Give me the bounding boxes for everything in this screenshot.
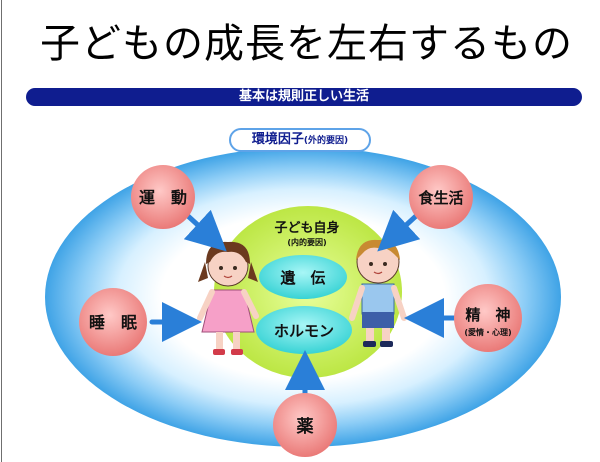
left-frame-line xyxy=(1,0,2,462)
environment-label-text: 環境因子 xyxy=(251,132,304,147)
factor-sleep-label: 睡 眠 xyxy=(89,313,137,332)
environment-sublabel: (外的要因) xyxy=(303,136,349,146)
genetics-pill xyxy=(259,255,347,299)
core-label: 子ども自身 xyxy=(274,220,339,236)
factor-diet: 食生活 xyxy=(409,165,473,229)
page-title: 子どもの成長を左右するもの xyxy=(40,21,573,67)
hormone-label: ホルモン xyxy=(274,322,334,340)
factor-medicine-label: 薬 xyxy=(297,417,314,437)
genetics-label: 遺 伝 xyxy=(279,269,325,287)
factor-mind: 精 神 (愛情・心理) xyxy=(454,284,522,352)
environment-label: 環境因子(外的要因) xyxy=(229,128,371,152)
factor-mind-label: 精 神 xyxy=(465,306,510,324)
factor-mind-sublabel: (愛情・心理) xyxy=(464,327,511,337)
banner: 基本は規則正しい生活 xyxy=(26,88,582,106)
factor-exercise: 運 動 xyxy=(131,165,195,229)
arrow-diet xyxy=(377,209,421,252)
factor-diet-label: 食生活 xyxy=(418,189,463,207)
factor-medicine: 薬 xyxy=(273,393,337,457)
hormone-pill xyxy=(256,306,352,354)
factor-exercise-label: 運 動 xyxy=(139,188,187,207)
arrows xyxy=(149,209,457,397)
factor-sleep: 睡 眠 xyxy=(79,288,147,356)
arrow-exercise xyxy=(183,209,227,252)
core-sublabel: (内的要因) xyxy=(287,237,326,247)
